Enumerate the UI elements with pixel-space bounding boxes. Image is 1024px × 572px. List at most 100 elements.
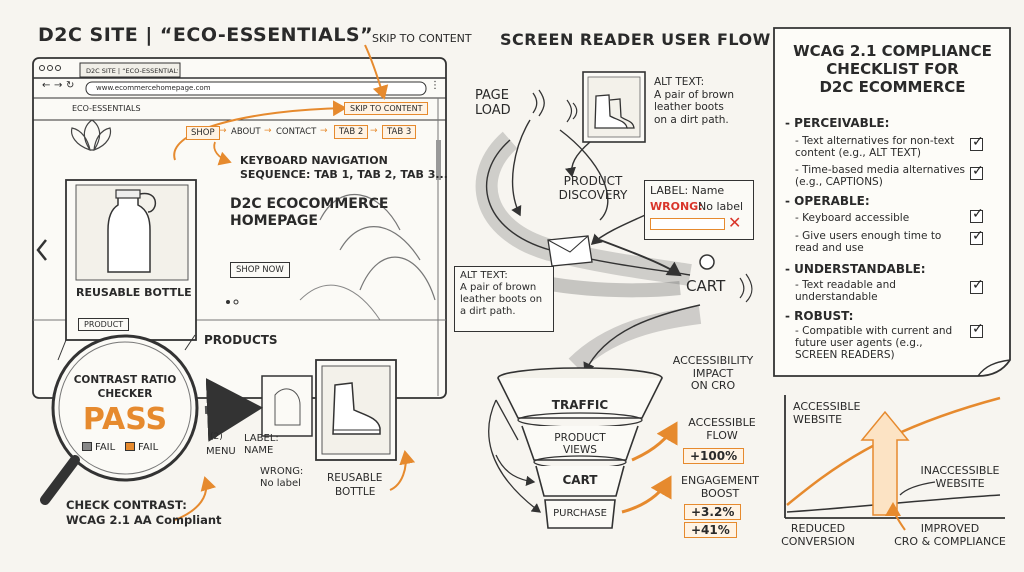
nav-contact[interactable]: CONTACT — [276, 127, 317, 137]
nav-about[interactable]: ABOUT — [231, 127, 261, 137]
cart-label: CART — [686, 277, 726, 295]
alt-text-top: ALT TEXT: A pair of brown leather boots … — [654, 76, 734, 126]
engagement-label: ENGAGEMENT BOOST — [670, 474, 770, 500]
funnel-product-views-line-2: VIEWS — [563, 444, 597, 456]
checkbox-o2[interactable] — [970, 228, 984, 245]
fail-label-2: FAIL — [138, 442, 159, 453]
hero-title-1: D2C ECOCOMMERCE — [230, 196, 389, 212]
cat-robust: - ROBUST: — [785, 309, 854, 323]
page-load-line-1: PAGE — [475, 88, 509, 103]
bottle-caption-1: REUSABLE — [327, 472, 383, 484]
cat-perceivable: - PERCEIVABLE: — [785, 116, 890, 130]
alt-text-bottom-line-3: leather boots on — [460, 294, 543, 305]
funnel-purchase: PURCHASE — [553, 508, 607, 519]
menu-number: (2) — [210, 432, 223, 442]
check-r1: - Compatible with current and future use… — [795, 325, 953, 361]
alt-text-bottom-line-1: ALT TEXT: — [460, 270, 508, 281]
funnel-traffic: TRAFFIC — [551, 398, 609, 412]
checklist-title-line-1: WCAG 2.1 COMPLIANCE — [793, 42, 992, 60]
impact-line-1: ACCESSIBILITY — [672, 354, 754, 367]
nav-arrow-4: → — [370, 126, 378, 136]
graph-reduced-line-1: REDUCED — [790, 522, 846, 535]
accessible-flow-line-2: FLOW — [706, 429, 738, 442]
graph-accessible-line-1: ACCESSIBLE — [793, 400, 861, 413]
graph-improved-line-1: IMPROVED — [920, 522, 980, 535]
graph-accessible-line-2: WEBSITE — [793, 413, 843, 426]
keyboard-note-1: KEYBOARD NAVIGATION — [240, 154, 388, 167]
nav-arrow-2: → — [264, 126, 272, 136]
label-box-wrong-prefix: WRONG: — [650, 200, 703, 213]
graph-inaccessible-line-1: INACCESSIBLE — [920, 464, 1000, 477]
check-p2: - Time-based media alternatives (e.g., C… — [795, 164, 966, 188]
label-box-label: LABEL: Name — [650, 184, 725, 197]
hero-title-2: HOMEPAGE — [230, 213, 318, 229]
graph-reduced-line-2: CONVERSION — [781, 535, 855, 548]
menu-icon[interactable]: ⋮ — [430, 80, 440, 91]
check-note-1: CHECK CONTRAST: — [66, 498, 187, 512]
cat-operable: - OPERABLE: — [785, 194, 870, 208]
unlabeled-input[interactable] — [650, 218, 725, 230]
menu-label: MENU — [206, 446, 236, 457]
back-icon[interactable]: ← — [42, 80, 51, 91]
funnel-product-views-line-1: PRODUCT — [554, 432, 606, 444]
check-u1: - Text readable and understandable — [795, 279, 896, 303]
impact-line-3: ON CRO — [690, 379, 736, 392]
check-o1: - Keyboard accessible — [795, 212, 910, 224]
fail-swatch-gray — [82, 442, 92, 451]
label-box — [644, 180, 754, 240]
label-box-wrong-text: No label — [698, 200, 744, 213]
page-load-line-2: LOAD — [475, 103, 511, 118]
checkbox-o1[interactable] — [970, 206, 984, 223]
alt-text-top-line-3: leather boots — [654, 101, 724, 113]
graph-inaccessible-line-2: WEBSITE — [935, 477, 985, 490]
nav-shop[interactable]: SHOP — [186, 126, 220, 140]
checkbox-p1[interactable] — [970, 134, 984, 151]
funnel-product-views: PRODUCT VIEWS — [530, 432, 630, 456]
checkbox-u1[interactable] — [970, 277, 984, 294]
engagement-line-2: BOOST — [700, 487, 740, 500]
check-o2: - Give users enough time to read and use — [795, 230, 942, 254]
fail-swatch-orange — [125, 442, 135, 451]
graph-improved-line-2: CRO & COMPLIANCE — [894, 535, 1006, 548]
page-load-label: PAGE LOAD — [475, 88, 511, 118]
alt-text-bottom: ALT TEXT: A pair of brown leather boots … — [460, 270, 542, 318]
product-discovery-line-1: PRODUCT — [563, 174, 623, 188]
nav-arrow-3: → — [320, 126, 328, 136]
product-card-name: REUSABLE BOTTLE — [76, 286, 192, 299]
nav-tab-2[interactable]: TAB 2 — [334, 125, 369, 139]
skip-callout: SKIP TO CONTENT — [372, 32, 472, 45]
graph-inaccessible: INACCESSIBLE WEBSITE — [910, 464, 1010, 490]
checkbox-p2[interactable] — [970, 163, 984, 180]
reload-icon[interactable]: ↻ — [66, 80, 75, 91]
middle-title: SCREEN READER USER FLOW — [500, 30, 771, 49]
accessible-flow-line-1: ACCESSIBLE — [688, 416, 756, 429]
product-badge[interactable]: PRODUCT — [78, 318, 130, 331]
alt-text-box — [454, 266, 554, 332]
contrast-title-2: CHECKER — [97, 388, 153, 400]
label-name-note: LABEL: NAME — [244, 433, 279, 456]
checklist-title: WCAG 2.1 COMPLIANCE CHECKLIST FOR D2C EC… — [780, 42, 1005, 96]
url-bar[interactable]: www.ecommercehomepage.com — [96, 84, 211, 92]
checklist-title-line-3: D2C ECOMMERCE — [819, 78, 966, 96]
checklist-title-line-2: CHECKLIST FOR — [826, 60, 959, 78]
alt-text-bottom-line-4: a dirt path. — [460, 306, 516, 317]
alt-text-top-line-4: on a dirt path. — [654, 113, 729, 126]
browser-tab[interactable]: D2C SITE | “ECO-ESSENTIALS” — [86, 67, 178, 75]
boost-badge-1: +3.2% — [684, 504, 742, 520]
contrast-result: PASS — [82, 402, 168, 437]
alt-text-bottom-line-2: A pair of brown — [460, 282, 537, 293]
checkbox-r1[interactable] — [970, 321, 984, 338]
alt-text-top-line-1: ALT TEXT: — [654, 76, 705, 88]
brand-name: ECO-ESSENTIALS — [72, 104, 141, 113]
wrong-label-note: WRONG: No label — [260, 466, 304, 489]
boost-badge-2: +41% — [684, 522, 737, 538]
fail-label-1: FAIL — [95, 442, 116, 453]
forward-icon[interactable]: → — [54, 80, 63, 91]
keyboard-note-2: SEQUENCE: TAB 1, TAB 2, TAB 3... — [240, 168, 448, 181]
shop-now-button[interactable]: SHOP NOW — [230, 262, 290, 278]
nav-tab-3[interactable]: TAB 3 — [382, 125, 417, 139]
product-discovery-line-2: DISCOVERY — [558, 188, 628, 202]
skip-to-content-link[interactable]: SKIP TO CONTENT — [344, 102, 429, 115]
graph-accessible: ACCESSIBLE WEBSITE — [793, 400, 860, 426]
bottle-caption-2: BOTTLE — [335, 486, 376, 498]
